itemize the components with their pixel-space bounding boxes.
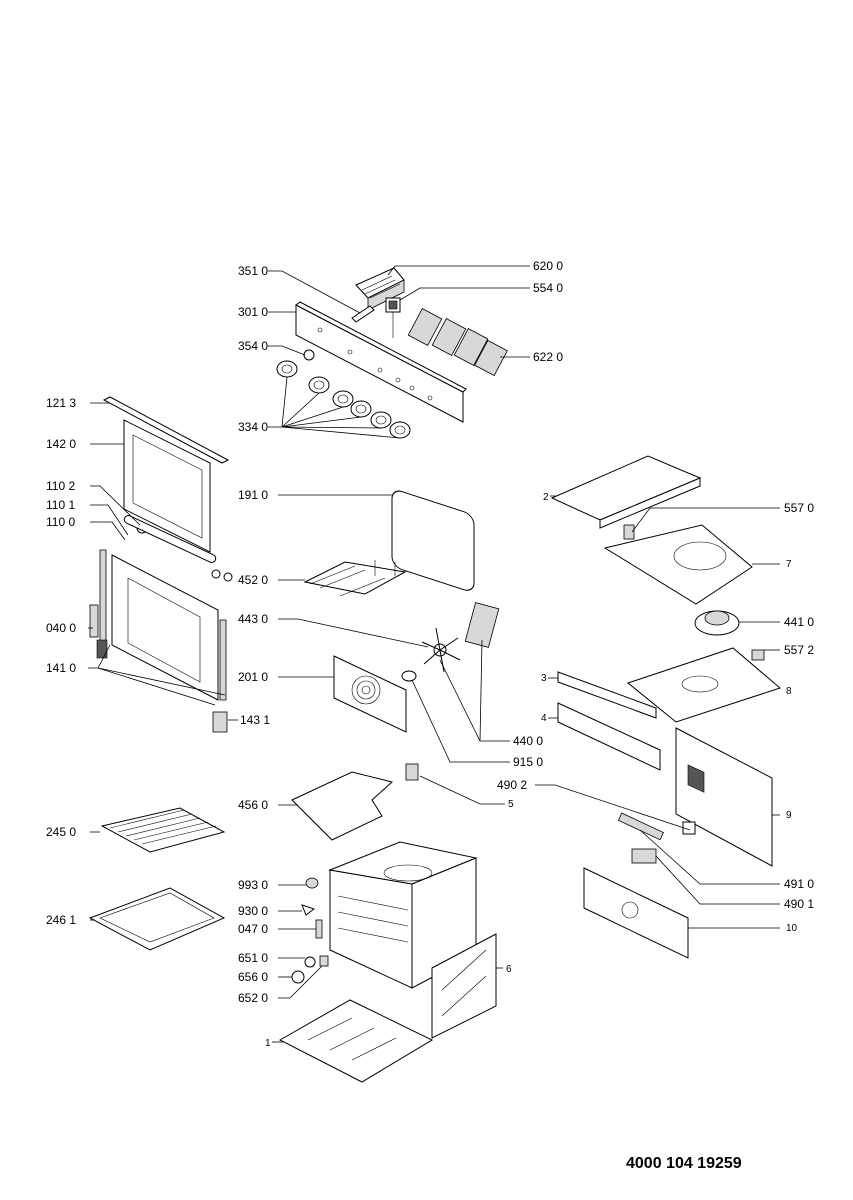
label-121-3: 121 3 (46, 396, 76, 410)
fan-motor (464, 602, 500, 648)
leader-lines (88, 265, 780, 1043)
door-seal (391, 490, 475, 591)
door-group (89, 396, 233, 733)
rear-bracket (557, 702, 661, 771)
shaft (351, 305, 375, 323)
label-143-1: 143 1 (240, 713, 270, 727)
lamp-cover-651 (304, 956, 316, 968)
bottom-cover-plate (583, 867, 689, 959)
document-number: 4000 104 19259 (626, 1155, 742, 1172)
label-246-1: 246 1 (46, 913, 76, 927)
label-4: 4 (541, 713, 547, 724)
oven-internals-group (303, 490, 500, 733)
label-110-1: 110 1 (46, 498, 75, 512)
inner-door-glass (123, 419, 211, 553)
label-040-0: 040 0 (46, 621, 76, 635)
label-7: 7 (786, 559, 792, 570)
channel (557, 671, 657, 719)
label-245-0: 245 0 (46, 825, 76, 839)
door-handle (123, 515, 217, 563)
label-047-0: 047 0 (238, 922, 268, 936)
label-1: 1 (265, 1038, 271, 1049)
label-440-0: 440 0 (513, 734, 543, 748)
thermostat-small (751, 649, 765, 661)
label-441-0: 441 0 (784, 615, 814, 629)
fan-nut (401, 670, 417, 682)
label-620-0: 620 0 (533, 259, 563, 273)
rear-frame (431, 933, 497, 1039)
bottom-heating-element (291, 771, 394, 841)
label-8: 8 (786, 686, 792, 697)
control-panel (295, 301, 467, 423)
part-labels: 351 0 301 0 354 0 334 0 620 0 554 0 622 … (46, 259, 814, 1049)
back-panel (675, 727, 773, 867)
label-490-2: 490 2 (497, 778, 527, 792)
label-142-0: 142 0 (46, 437, 76, 451)
label-354-0: 354 0 (238, 339, 268, 353)
hinge-bracket (212, 711, 228, 733)
label-652-0: 652 0 (238, 991, 268, 1005)
label-2: 2 (543, 492, 549, 503)
clip-930 (301, 904, 316, 916)
top-heating-element (303, 561, 407, 595)
control-panel-group (276, 267, 508, 439)
baking-tray (88, 887, 226, 951)
label-9: 9 (786, 810, 792, 821)
label-930-0: 930 0 (238, 904, 268, 918)
label-6: 6 (506, 964, 512, 975)
outer-door (111, 554, 219, 701)
label-452-0: 452 0 (238, 573, 268, 587)
lower-group (88, 763, 497, 1083)
label-557-0: 557 0 (784, 501, 814, 515)
element-bracket (405, 763, 419, 781)
lamp-holder-652 (319, 955, 329, 967)
lamp-656 (291, 970, 305, 984)
back-plate-top (626, 647, 782, 723)
label-5: 5 (508, 799, 514, 810)
label-554-0: 554 0 (533, 281, 563, 295)
label-993-0: 993 0 (238, 878, 268, 892)
door-top-profile (102, 396, 230, 464)
terminal-block (617, 812, 664, 841)
label-443-0: 443 0 (238, 612, 268, 626)
clip-047 (315, 919, 323, 939)
timer-module (355, 267, 405, 311)
control-knobs (276, 360, 411, 439)
clip-993 (305, 877, 319, 889)
label-301-0: 301 0 (238, 305, 268, 319)
label-456-0: 456 0 (238, 798, 268, 812)
label-351-0: 351 0 (238, 264, 268, 278)
selector-switches (407, 308, 508, 377)
wire-shelf (100, 807, 226, 853)
pressure-switch (631, 848, 657, 864)
label-3: 3 (541, 673, 547, 684)
label-201-0: 201 0 (238, 670, 268, 684)
label-656-0: 656 0 (238, 970, 268, 984)
label-491-0: 491 0 (784, 877, 814, 891)
door-side-profile-right (219, 619, 227, 701)
label-490-1: 490 1 (784, 897, 814, 911)
right-assembly-group (550, 455, 782, 959)
label-915-0: 915 0 (513, 755, 543, 769)
bottom-panel (278, 999, 434, 1083)
fan-cover (333, 655, 407, 733)
fan-blade (421, 627, 461, 673)
label-191-0: 191 0 (238, 488, 268, 502)
label-110-0: 110 0 (46, 515, 75, 529)
label-651-0: 651 0 (238, 951, 268, 965)
thermostat-top (623, 524, 635, 540)
label-334-0: 334 0 (238, 420, 268, 434)
label-141-0: 141 0 (46, 661, 76, 675)
fan-ring-motor (694, 610, 740, 636)
door-side-profile-left (99, 549, 107, 646)
label-110-2: 110 2 (46, 479, 75, 493)
switch-component (385, 297, 401, 338)
label-622-0: 622 0 (533, 350, 563, 364)
hinge (89, 604, 99, 638)
label-10: 10 (786, 923, 798, 934)
label-557-2: 557 2 (784, 643, 814, 657)
indicator-lamp (303, 349, 315, 361)
